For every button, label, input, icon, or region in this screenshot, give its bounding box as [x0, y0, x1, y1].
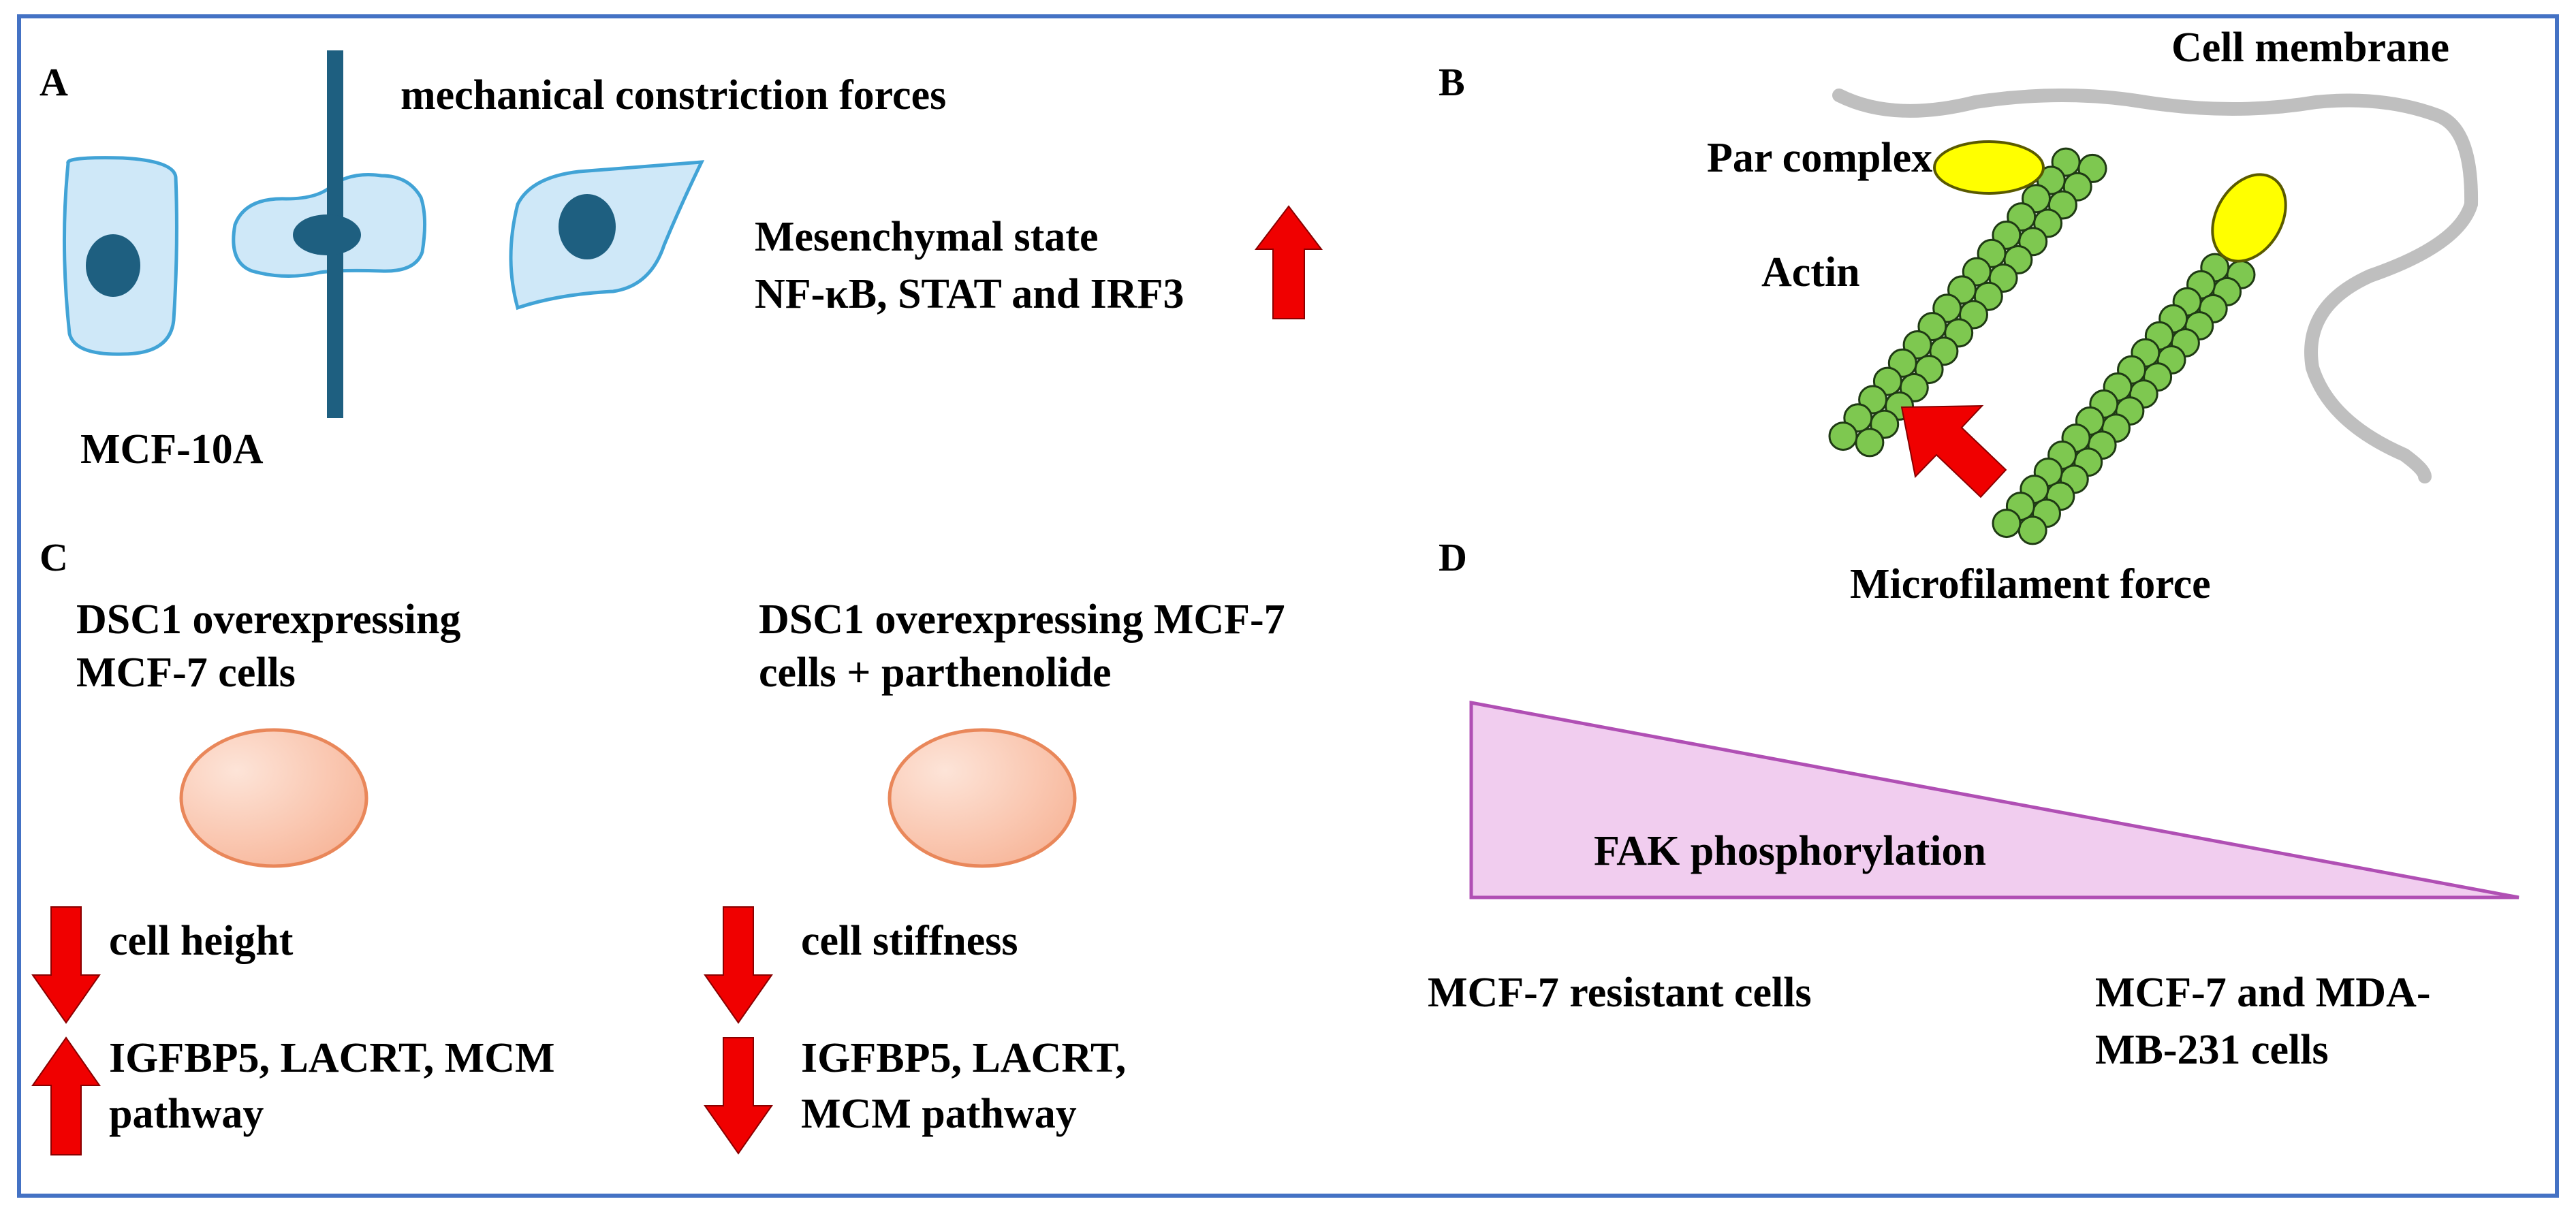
cell-membrane	[1832, 89, 2479, 483]
arrow-up-icon	[31, 1036, 101, 1155]
actin-filaments	[1828, 147, 2256, 545]
cell-line-label: MCF-10A	[80, 426, 264, 473]
force-arrow-icon	[1900, 404, 2007, 498]
force-label: Microfilament force	[1850, 561, 2211, 607]
panel-a: A mechanical constriction forces MCF-10A…	[40, 50, 1323, 473]
right-effect-1: cell stiffness	[801, 918, 1018, 964]
fak-gradient-wedge	[1469, 700, 2519, 899]
arrow-down-icon	[31, 906, 101, 1024]
right-title-line-2: cells + parthenolide	[759, 650, 1112, 696]
actin-bead	[2017, 515, 2047, 545]
par-complex-2	[2211, 173, 2287, 263]
cell-rounded	[62, 156, 178, 356]
right-title-line-1: DSC1 overexpressing MCF-7	[759, 596, 1285, 643]
panel-d-letter: D	[1439, 535, 1467, 579]
par-complex-label: Par complex	[1707, 135, 1932, 181]
actin-bead	[1828, 421, 1858, 451]
panel-c: C DSC1 overexpressing MCF-7 cells DSC1 o…	[31, 535, 1285, 1155]
effect-line-2: NF-κB, STAT and IRF3	[755, 271, 1184, 317]
right-group-label-line-2: MB-231 cells	[2095, 1027, 2329, 1073]
nucleus	[86, 234, 140, 297]
panel-d: D FAK phosphorylation MCF-7 resistant ce…	[1428, 535, 2519, 1073]
right-group-label-line-1: MCF-7 and MDA-	[2095, 970, 2431, 1016]
right-effect-2-line-1: IGFBP5, LACRT,	[801, 1035, 1126, 1081]
membrane-label: Cell membrane	[2171, 25, 2449, 71]
constriction-label: mechanical constriction forces	[400, 72, 946, 118]
arrow-down-icon	[704, 1037, 773, 1155]
par-complex-1	[1933, 140, 2045, 195]
nucleus	[559, 194, 616, 259]
panel-c-letter: C	[40, 535, 68, 579]
cell-elongated	[509, 160, 705, 310]
left-effect-1: cell height	[109, 918, 294, 964]
figure-frame	[17, 14, 2559, 1198]
left-title-line-1: DSC1 overexpressing	[76, 596, 460, 643]
actin-label: Actin	[1761, 249, 1860, 296]
panel-b: B Cell membrane Par complex Actin Microf…	[1439, 25, 2479, 607]
mcf7-cell-left	[179, 728, 368, 868]
right-effect-2-line-2: MCM pathway	[801, 1091, 1077, 1137]
gradient-label: FAK phosphorylation	[1594, 828, 1986, 874]
actin-filament-2	[1992, 253, 2256, 545]
cell-squeezed	[232, 173, 427, 278]
panel-b-letter: B	[1439, 60, 1465, 104]
arrow-up-icon	[1254, 205, 1323, 319]
left-title-line-2: MCF-7 cells	[76, 650, 296, 696]
left-group-label: MCF-7 resistant cells	[1428, 970, 1812, 1016]
mcf7-cell-right	[888, 728, 1077, 868]
actin-bead	[1855, 428, 1885, 458]
panel-a-letter: A	[40, 60, 68, 104]
arrow-down-icon	[704, 906, 773, 1024]
effect-line-1: Mesenchymal state	[755, 214, 1098, 260]
actin-filament-1	[1828, 147, 2107, 458]
actin-bead	[1992, 509, 2022, 539]
left-effect-2-line-2: pathway	[109, 1091, 264, 1137]
left-effect-2-line-1: IGFBP5, LACRT, MCM	[109, 1035, 555, 1081]
nucleus	[293, 214, 361, 255]
